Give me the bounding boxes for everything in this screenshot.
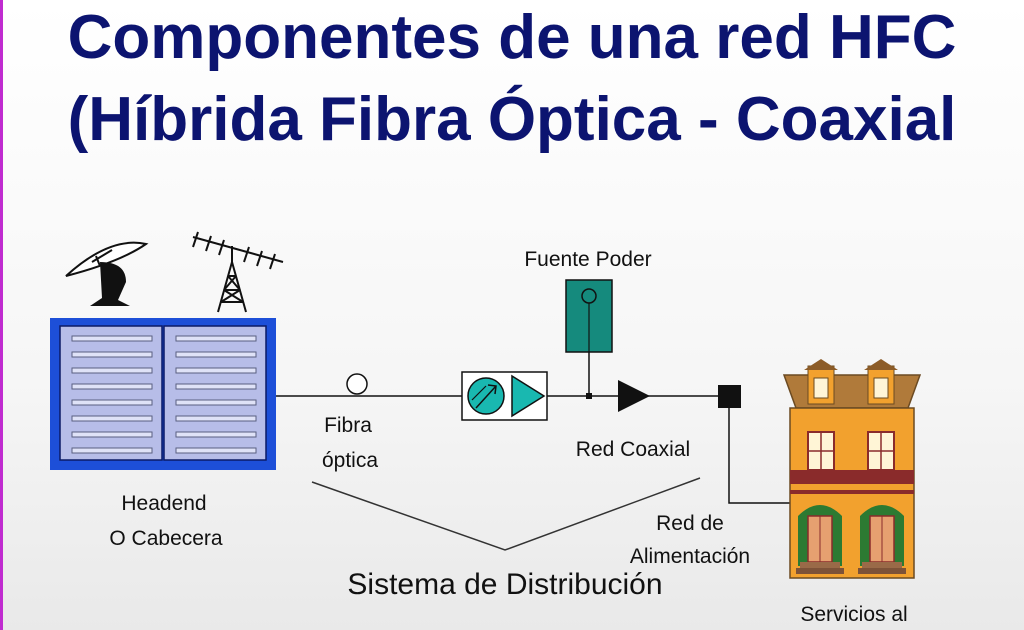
rack-slot [71, 383, 153, 390]
tv-antenna-icon [192, 231, 284, 313]
fiber-node-icon [461, 371, 548, 421]
rack-slot [175, 335, 257, 342]
headend-rack [50, 318, 276, 470]
rack-slot [71, 367, 153, 374]
amplifier-icon [618, 380, 650, 412]
slide-title-line1: Componentes de una red HFC [67, 3, 957, 72]
power-source-label: Fuente Poder [524, 248, 651, 271]
services-label-line1: Servicios al [800, 603, 907, 626]
rack-slot [71, 399, 153, 406]
headend-label-line2: O Cabecera [109, 527, 223, 550]
rack-slot [71, 351, 153, 358]
drop-cable [728, 408, 790, 504]
tap-icon [718, 385, 741, 408]
house-icon [782, 359, 922, 579]
power-inserter [586, 393, 592, 399]
coax-network-label: Red Coaxial [576, 438, 690, 461]
rack-slot [71, 335, 153, 342]
rack-slot [71, 447, 153, 454]
rack-slot [175, 415, 257, 422]
rack-slot [71, 431, 153, 438]
distribution-system-label: Sistema de Distribución [347, 568, 662, 601]
rack-slot [175, 367, 257, 374]
power-supply-box [565, 279, 613, 353]
fiber-label-line2: óptica [322, 449, 378, 472]
headend-label-line1: Headend [121, 492, 206, 515]
fiber-splice-icon [346, 373, 368, 395]
slide-title-line2: (Híbrida Fibra Óptica - Coaxial [67, 85, 957, 154]
satellite-dish-icon [65, 241, 149, 306]
rack-slot [71, 415, 153, 422]
rack-slot [175, 399, 257, 406]
feeder-label-line2: Alimentación [630, 545, 750, 568]
distribution-bracket [311, 477, 701, 551]
fiber-label-line1: Fibra [324, 414, 372, 437]
rack-slot [175, 447, 257, 454]
rack-slot [175, 431, 257, 438]
slide-left-border [0, 0, 3, 630]
feeder-label-line1: Red de [656, 512, 724, 535]
rack-slot [175, 351, 257, 358]
rack-slot [175, 383, 257, 390]
